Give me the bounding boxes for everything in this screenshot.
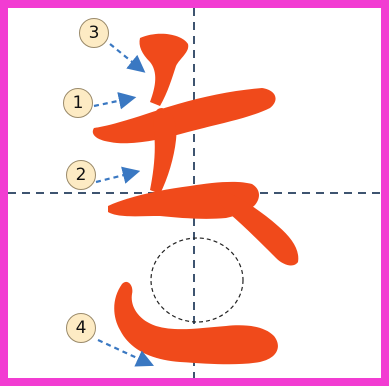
calligraphy-glyph bbox=[92, 33, 299, 365]
diagonal-tail-shape bbox=[218, 190, 299, 266]
stroke-badge-3: 3 bbox=[79, 18, 109, 48]
focus-circle bbox=[150, 237, 244, 323]
stroke-3-shape bbox=[139, 33, 189, 106]
stroke-badge-1: 1 bbox=[63, 88, 93, 118]
stroke-badge-2: 2 bbox=[66, 160, 96, 190]
stroke-1-shape bbox=[92, 88, 276, 144]
stroke-4-shape bbox=[114, 281, 278, 365]
stroke-badge-4: 4 bbox=[66, 313, 96, 343]
arrow-4 bbox=[97, 339, 154, 367]
center-stroke-shape bbox=[150, 108, 177, 194]
arrow-1 bbox=[93, 92, 137, 110]
arrow-3 bbox=[109, 43, 146, 73]
arrow-2 bbox=[95, 166, 141, 184]
stroke-arrows bbox=[93, 43, 154, 367]
